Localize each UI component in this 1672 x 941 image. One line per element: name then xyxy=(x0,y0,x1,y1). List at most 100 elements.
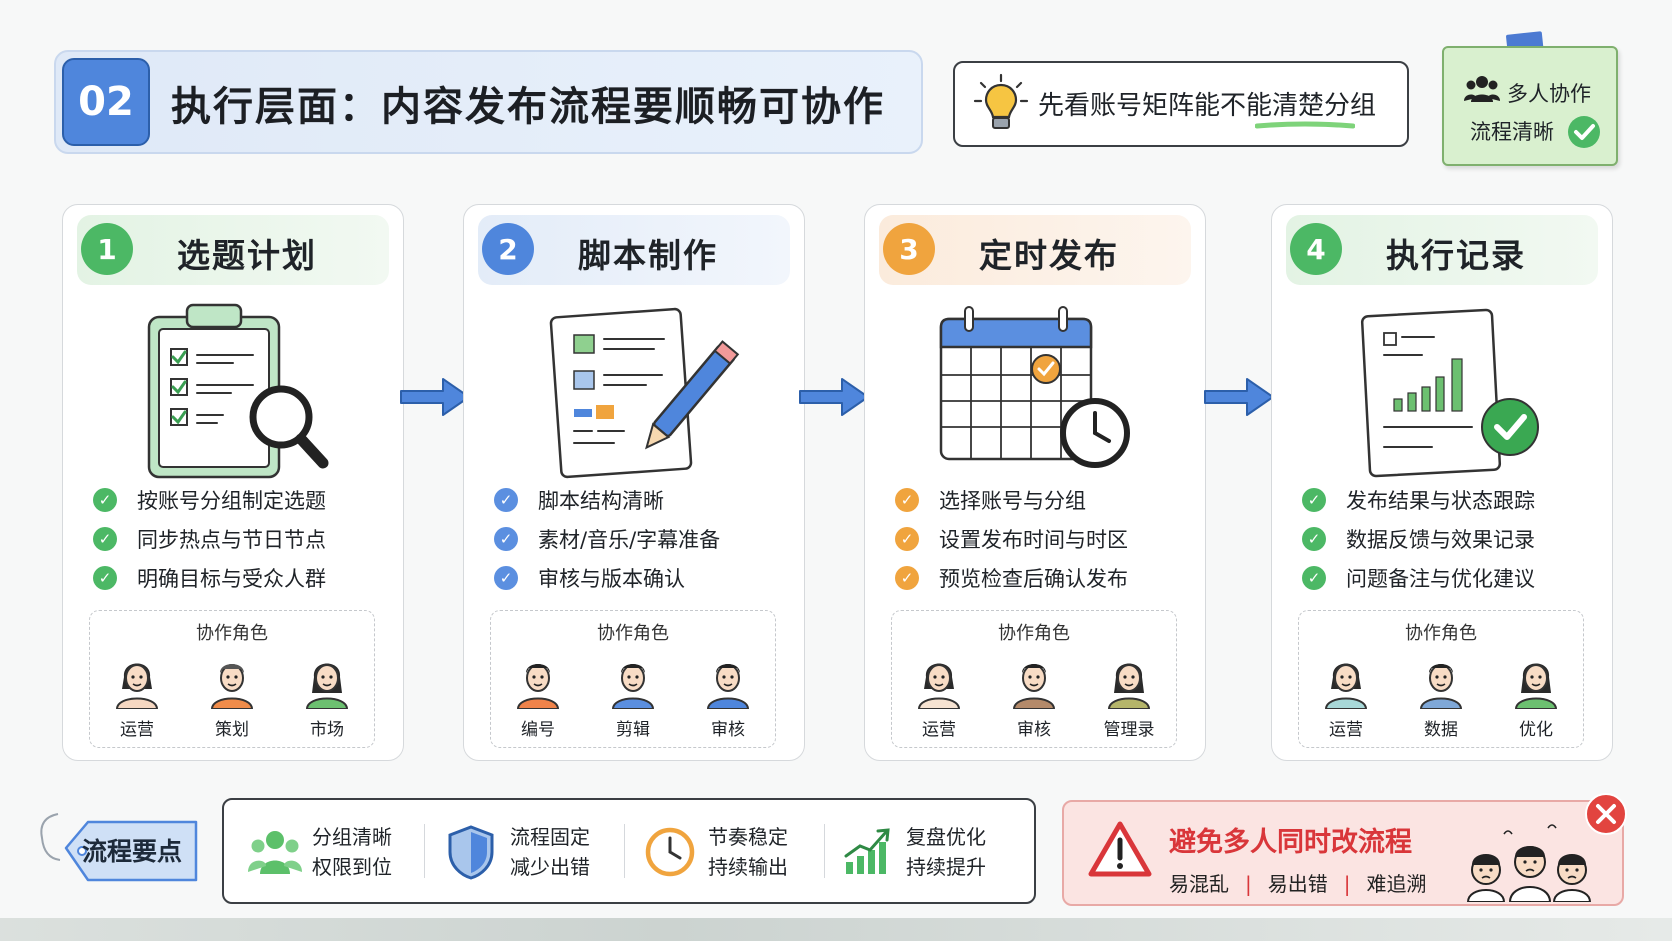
bullet-item: ✓审核与版本确认 xyxy=(494,558,685,598)
role: 市场 xyxy=(292,653,362,740)
footer-strip xyxy=(0,918,1672,941)
section-number-badge: 02 xyxy=(62,58,150,146)
step-card-3: 3 定时发布 ✓选择账号与分组 ✓设置发布时间与时区 ✓预览检查后确认发布 协作… xyxy=(864,204,1206,761)
check-icon: ✓ xyxy=(93,527,117,551)
avatar-icon xyxy=(1324,663,1368,710)
avatar-icon xyxy=(115,663,159,710)
key-points-tag: 流程要点 xyxy=(30,808,200,886)
step-number: 1 xyxy=(81,223,133,275)
step-title: 定时发布 xyxy=(979,236,1119,275)
confused-people-icon xyxy=(1466,824,1592,902)
check-icon: ✓ xyxy=(1302,566,1326,590)
highlight-underline xyxy=(1255,121,1355,129)
report-chart-icon xyxy=(1360,308,1539,478)
check-icon: ✓ xyxy=(895,566,919,590)
growth-chart-icon xyxy=(844,828,890,874)
divider xyxy=(624,824,625,878)
step-title: 脚本制作 xyxy=(578,236,718,275)
step-card-4: 4 执行记录 ✓发布结果与状态跟踪 ✓数据反馈与效果记录 ✓问题备注与优化建议 … xyxy=(1271,204,1613,761)
avatar-icon xyxy=(210,664,254,710)
page-title: 执行层面：内容发布流程要顺畅可协作 xyxy=(171,84,885,130)
step-header: 3 定时发布 xyxy=(879,215,1191,285)
clock-icon xyxy=(645,827,695,877)
check-icon: ✓ xyxy=(494,488,518,512)
warning-icon xyxy=(1088,821,1152,877)
check-icon: ✓ xyxy=(93,566,117,590)
bullet-item: ✓问题备注与优化建议 xyxy=(1302,558,1535,598)
avatar-icon xyxy=(516,664,560,710)
avatar-icon xyxy=(1514,663,1558,710)
bullet-item: ✓素材/音乐/字幕准备 xyxy=(494,519,720,559)
calendar-clock-icon xyxy=(939,306,1130,468)
shield-icon xyxy=(448,825,494,880)
step-card-1: 1 选题计划 ✓按账号分组制定选题 ✓同步热点与节日节点 ✓明确目标与受众人群 … xyxy=(62,204,404,761)
roles-title: 协作角色 xyxy=(1405,623,1477,644)
flow-arrow xyxy=(799,378,869,416)
role: 策划 xyxy=(197,653,267,740)
role: 运营 xyxy=(904,653,974,740)
check-icon: ✓ xyxy=(494,527,518,551)
team-icon xyxy=(248,831,302,874)
check-icon: ✓ xyxy=(895,527,919,551)
key-point-text: 流程固定减少出错 xyxy=(510,825,590,879)
bullet-item: ✓设置发布时间与时区 xyxy=(895,519,1128,559)
step-header: 1 选题计划 xyxy=(77,215,389,285)
warning-title: 避免多人同时改流程 xyxy=(1169,827,1412,858)
step-header: 2 脚本制作 xyxy=(478,215,790,285)
clipboard-search-icon xyxy=(147,303,329,479)
flow-arrow xyxy=(1204,378,1274,416)
bullet-item: ✓同步热点与节日节点 xyxy=(93,519,326,559)
role: 编号 xyxy=(503,653,573,740)
key-points-box: 分组清晰权限到位 流程固定减少出错 节奏稳定持续输出 复盘优化持续提升 xyxy=(222,798,1036,904)
roles-title: 协作角色 xyxy=(196,623,268,644)
roles-panel: 协作角色 运营 数据 优化 xyxy=(1298,610,1584,748)
sticky-note: 多人协作 流程清晰 xyxy=(1442,46,1618,166)
role: 运营 xyxy=(1311,653,1381,740)
avatar-icon xyxy=(611,664,655,710)
bullet-item: ✓脚本结构清晰 xyxy=(494,480,664,520)
key-point-text: 复盘优化持续提升 xyxy=(906,825,986,879)
step-title: 执行记录 xyxy=(1386,236,1526,275)
check-icon: ✓ xyxy=(93,488,117,512)
team-icon xyxy=(1464,76,1500,102)
role: 剪辑 xyxy=(598,653,668,740)
warning-box: 避免多人同时改流程 易混乱|易出错|难追溯 xyxy=(1062,793,1627,906)
step-title: 选题计划 xyxy=(177,236,317,275)
role: 审核 xyxy=(693,653,763,740)
tip-box: 先看账号矩阵能不能清楚分组 xyxy=(953,61,1409,147)
check-icon: ✓ xyxy=(895,488,919,512)
bullet-item: ✓明确目标与受众人群 xyxy=(93,558,326,598)
check-circle-icon xyxy=(1568,116,1600,148)
key-point-text: 分组清晰权限到位 xyxy=(312,825,392,879)
step-number: 4 xyxy=(1290,223,1342,275)
check-icon: ✓ xyxy=(494,566,518,590)
role: 审核 xyxy=(999,653,1069,740)
bullet-item: ✓预览检查后确认发布 xyxy=(895,558,1128,598)
step-header: 4 执行记录 xyxy=(1286,215,1598,285)
warning-items: 易混乱|易出错|难追溯 xyxy=(1169,872,1427,896)
note-line2: 流程清晰 xyxy=(1470,120,1554,144)
avatar-icon xyxy=(1012,664,1056,710)
tip-text: 先看账号矩阵能不能清楚分组 xyxy=(1038,91,1377,121)
role: 运营 xyxy=(102,653,172,740)
role: 优化 xyxy=(1501,653,1571,740)
roles-panel: 协作角色 运营 审核 管理录 xyxy=(891,610,1177,748)
role: 数据 xyxy=(1406,653,1476,740)
avatar-icon xyxy=(1107,663,1151,710)
role: 管理录 xyxy=(1094,653,1164,740)
bullet-item: ✓按账号分组制定选题 xyxy=(93,480,326,520)
step-number: 3 xyxy=(883,223,935,275)
step-number: 2 xyxy=(482,223,534,275)
section-header: 02 执行层面：内容发布流程要顺畅可协作 xyxy=(54,50,923,154)
roles-title: 协作角色 xyxy=(998,623,1070,644)
avatar-icon xyxy=(706,664,750,710)
flow-arrow xyxy=(400,378,470,416)
roles-title: 协作角色 xyxy=(597,623,669,644)
roles-panel: 协作角色 编号 剪辑 审核 xyxy=(490,610,776,748)
step-card-2: 2 脚本制作 ✓脚本结构清晰 ✓素材/音乐/字幕准备 ✓审核与版本确认 协作角色… xyxy=(463,204,805,761)
roles-panel: 协作角色 运营 策划 市场 xyxy=(89,610,375,748)
avatar-icon xyxy=(1419,664,1463,710)
key-point-text: 节奏稳定持续输出 xyxy=(708,825,788,879)
check-icon: ✓ xyxy=(1302,527,1326,551)
close-icon xyxy=(1585,793,1627,835)
